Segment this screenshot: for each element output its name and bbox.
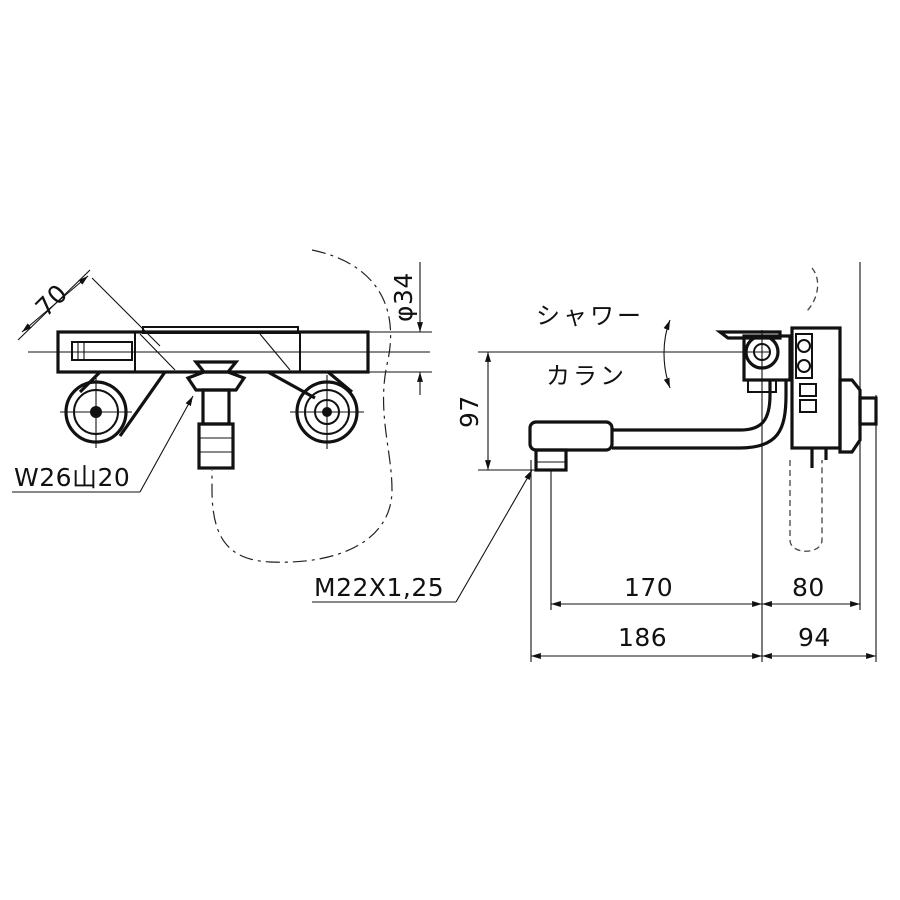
side-view: シャワー カラン 97 M22X1,25 170 80 186 94 <box>312 262 878 662</box>
front-body-top-band <box>142 326 299 334</box>
front-spout-tip <box>197 422 235 470</box>
front-spout-pipe <box>201 388 231 426</box>
side-flange <box>838 378 862 454</box>
side-dim-height: 97 <box>455 395 484 428</box>
side-label-spout: カラン <box>546 362 627 390</box>
side-rotation-arrow <box>663 319 671 389</box>
side-spout-outlet <box>528 420 614 452</box>
front-wall-outline <box>211 249 393 563</box>
front-dim-width: 70 <box>30 279 74 323</box>
front-spout-nut <box>185 360 247 392</box>
front-left-handle <box>71 341 133 361</box>
side-dim-total-depth: 94 <box>798 623 831 652</box>
side-label-shower: シャワー <box>536 302 644 330</box>
side-valve-knob <box>744 334 780 370</box>
front-thread-spec: W26山20 <box>14 463 130 492</box>
front-view: 70 φ34 W26山20 <box>12 249 432 563</box>
side-dim-wall-depth: 80 <box>792 573 825 602</box>
side-dim-spout-reach: 170 <box>624 573 673 602</box>
front-dim-diameter: φ34 <box>389 272 418 322</box>
side-wall-outline <box>789 267 823 552</box>
side-thread-spec: M22X1,25 <box>314 573 444 602</box>
side-dim-total-reach: 186 <box>618 623 667 652</box>
side-spout-tip <box>534 448 568 472</box>
side-wall-nut <box>858 396 878 426</box>
side-spout-pipe <box>612 380 788 450</box>
